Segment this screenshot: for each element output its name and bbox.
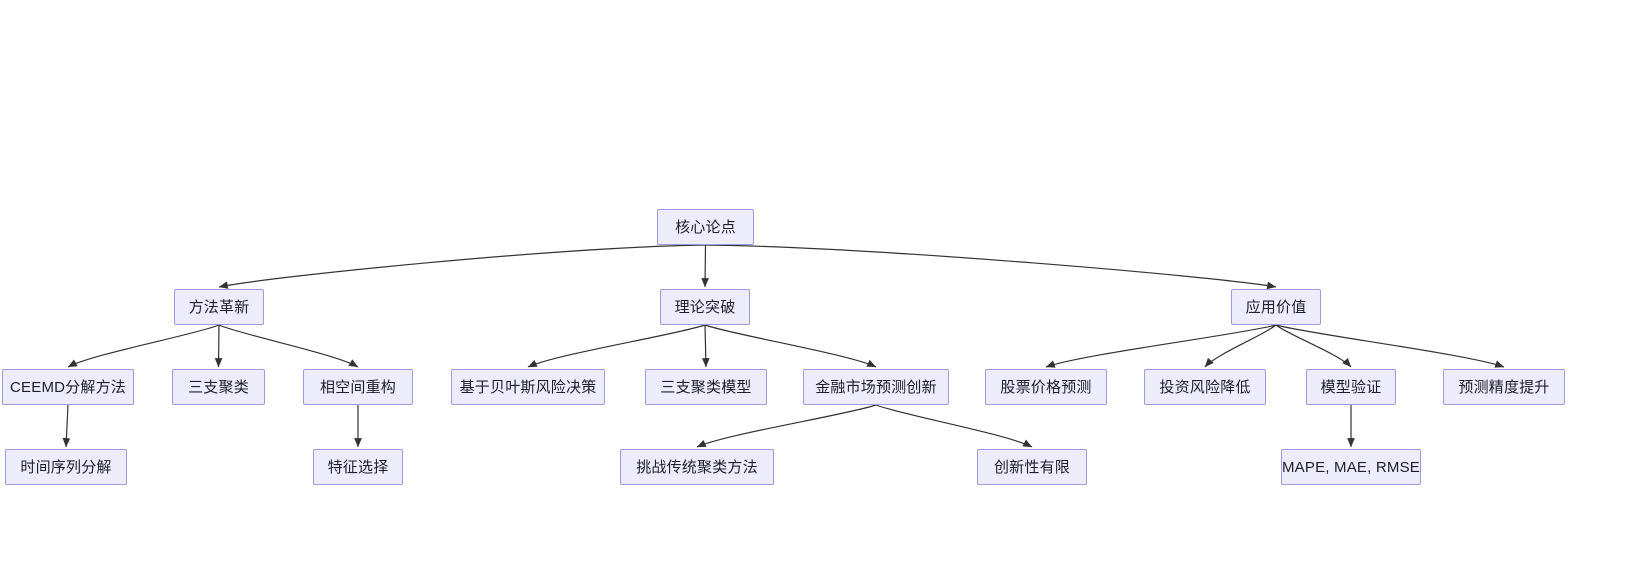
edge-value-to-stock (1045, 324, 1277, 368)
node-root[interactable]: 核心论点 (657, 209, 754, 245)
edge-value-to-risk (1204, 324, 1277, 368)
node-label: CEEMD分解方法 (10, 378, 126, 396)
node-metrics[interactable]: MAPE, MAE, RMSE (1281, 449, 1421, 485)
node-validate[interactable]: 模型验证 (1306, 369, 1396, 405)
edge-method-to-phase (218, 324, 359, 368)
node-label: 股票价格预测 (1000, 378, 1092, 396)
edge-theory-to-trimodel (701, 324, 710, 368)
node-label: 模型验证 (1320, 378, 1382, 396)
node-bayes[interactable]: 基于贝叶斯风险决策 (451, 369, 605, 405)
edge-theory-to-finance (704, 324, 877, 368)
node-label: 三支聚类模型 (660, 378, 752, 396)
node-limited[interactable]: 创新性有限 (977, 449, 1087, 485)
node-tsdecomp[interactable]: 时间序列分解 (5, 449, 127, 485)
node-label: 核心论点 (675, 218, 736, 236)
node-label: 金融市场预测创新 (815, 378, 937, 396)
node-label: 预测精度提升 (1458, 378, 1550, 396)
node-phase[interactable]: 相空间重构 (303, 369, 413, 405)
node-challenge[interactable]: 挑战传统聚类方法 (620, 449, 774, 485)
edge-value-to-validate (1275, 324, 1352, 368)
edge-finance-to-limited (875, 404, 1033, 448)
node-label: MAPE, MAE, RMSE (1281, 458, 1421, 476)
node-theory[interactable]: 理论突破 (660, 289, 750, 325)
node-label: 相空间重构 (319, 378, 396, 396)
edge-root-to-value (705, 244, 1277, 290)
node-stock[interactable]: 股票价格预测 (985, 369, 1107, 405)
node-label: 创新性有限 (993, 458, 1070, 476)
node-ceemd[interactable]: CEEMD分解方法 (2, 369, 134, 405)
edge-theory-to-bayes (527, 324, 706, 368)
node-trimodel[interactable]: 三支聚类模型 (645, 369, 767, 405)
edge-method-to-ceemd (67, 324, 220, 368)
node-tri[interactable]: 三支聚类 (172, 369, 265, 405)
node-label: 方法革新 (188, 298, 250, 316)
edge-root-to-theory (701, 244, 709, 288)
node-label: 理论突破 (674, 298, 736, 316)
node-label: 应用价值 (1245, 298, 1307, 316)
node-label: 投资风险降低 (1159, 378, 1251, 396)
edge-method-to-tri (214, 324, 223, 368)
node-label: 时间序列分解 (20, 458, 112, 476)
edge-finance-to-challenge (696, 404, 877, 448)
node-feature[interactable]: 特征选择 (313, 449, 403, 485)
edge-root-to-method (218, 244, 706, 289)
node-label: 挑战传统聚类方法 (636, 458, 758, 476)
node-method[interactable]: 方法革新 (174, 289, 264, 325)
node-accuracy[interactable]: 预测精度提升 (1443, 369, 1565, 405)
node-label: 特征选择 (327, 458, 389, 476)
node-value[interactable]: 应用价值 (1231, 289, 1321, 325)
node-label: 基于贝叶斯风险决策 (459, 378, 597, 396)
node-risk[interactable]: 投资风险降低 (1144, 369, 1266, 405)
node-finance[interactable]: 金融市场预测创新 (803, 369, 949, 405)
node-label: 三支聚类 (188, 378, 249, 396)
edge-value-to-accuracy (1275, 324, 1505, 368)
edge-ceemd-to-tsdecomp (62, 404, 71, 448)
